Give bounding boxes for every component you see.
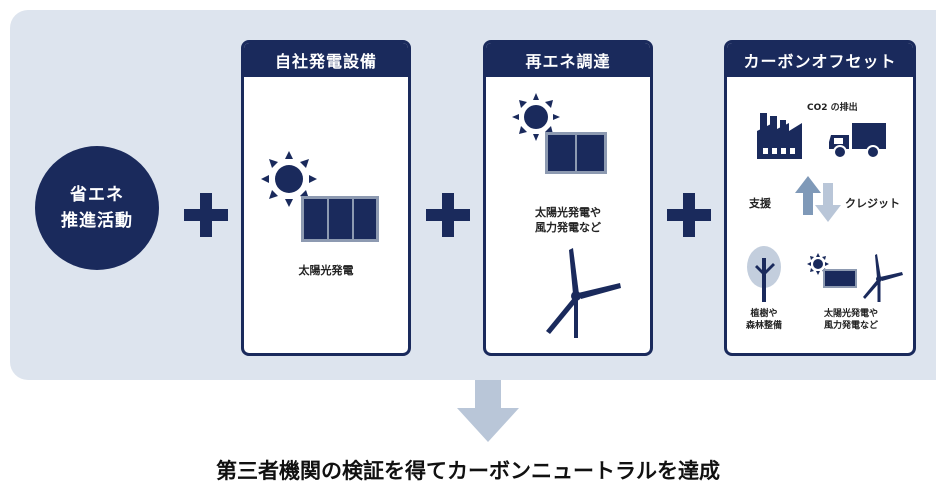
down-arrow-icon xyxy=(457,380,519,442)
arrow-up-icon xyxy=(795,176,821,215)
card-title: カーボンオフセット xyxy=(727,43,913,77)
solar-panel-icon xyxy=(545,132,607,174)
renewable-scene xyxy=(512,93,621,338)
offset-renewable-label-1: 太陽光発電や xyxy=(823,309,878,319)
tree-icon xyxy=(747,246,781,302)
offset-renewable-label-2: 風力発電など xyxy=(823,321,878,331)
emission-label: CO2 の排出 xyxy=(807,103,858,113)
forest-label-2: 森林整備 xyxy=(745,321,782,331)
solar-panel-icon xyxy=(301,196,379,242)
forest-label-1: 植樹や xyxy=(750,309,778,319)
card-title: 自社発電設備 xyxy=(244,43,408,77)
plus-icon xyxy=(184,193,228,237)
wind-turbine-icon xyxy=(863,254,903,302)
arrow-down-icon xyxy=(815,183,841,222)
renewable-label-1: 太陽光発電や xyxy=(535,206,601,219)
circle-line-1: 省エネ xyxy=(70,185,124,205)
factory-icon xyxy=(757,113,802,159)
plus-icon xyxy=(667,193,711,237)
sun-icon xyxy=(807,253,829,275)
conclusion-text: 第三者機関の検証を得てカーボンニュートラルを達成 xyxy=(216,459,720,483)
sun-icon xyxy=(512,93,560,141)
renewable-label-2: 風力発電など xyxy=(535,221,601,234)
card-title: 再エネ調達 xyxy=(486,43,650,77)
card-own-generation: 自社発電設備 太陽光発電 xyxy=(241,40,411,356)
credit-label: クレジット xyxy=(845,197,900,210)
card-renewable-procurement: 再エネ調達 太陽光発電や 風力発電など xyxy=(483,40,653,356)
offset-scene xyxy=(747,113,903,302)
card-carbon-offset: カーボンオフセット xyxy=(724,40,916,356)
wind-turbine-icon xyxy=(546,248,621,338)
circle-line-2: 推進活動 xyxy=(61,211,133,231)
support-label: 支援 xyxy=(749,197,771,210)
energy-saving-circle: 省エネ 推進活動 xyxy=(35,146,159,270)
truck-icon xyxy=(829,123,886,159)
solar-label: 太陽光発電 xyxy=(298,264,354,277)
solar-scene xyxy=(261,151,379,242)
solar-panel-icon xyxy=(823,269,857,288)
plus-icon xyxy=(426,193,470,237)
